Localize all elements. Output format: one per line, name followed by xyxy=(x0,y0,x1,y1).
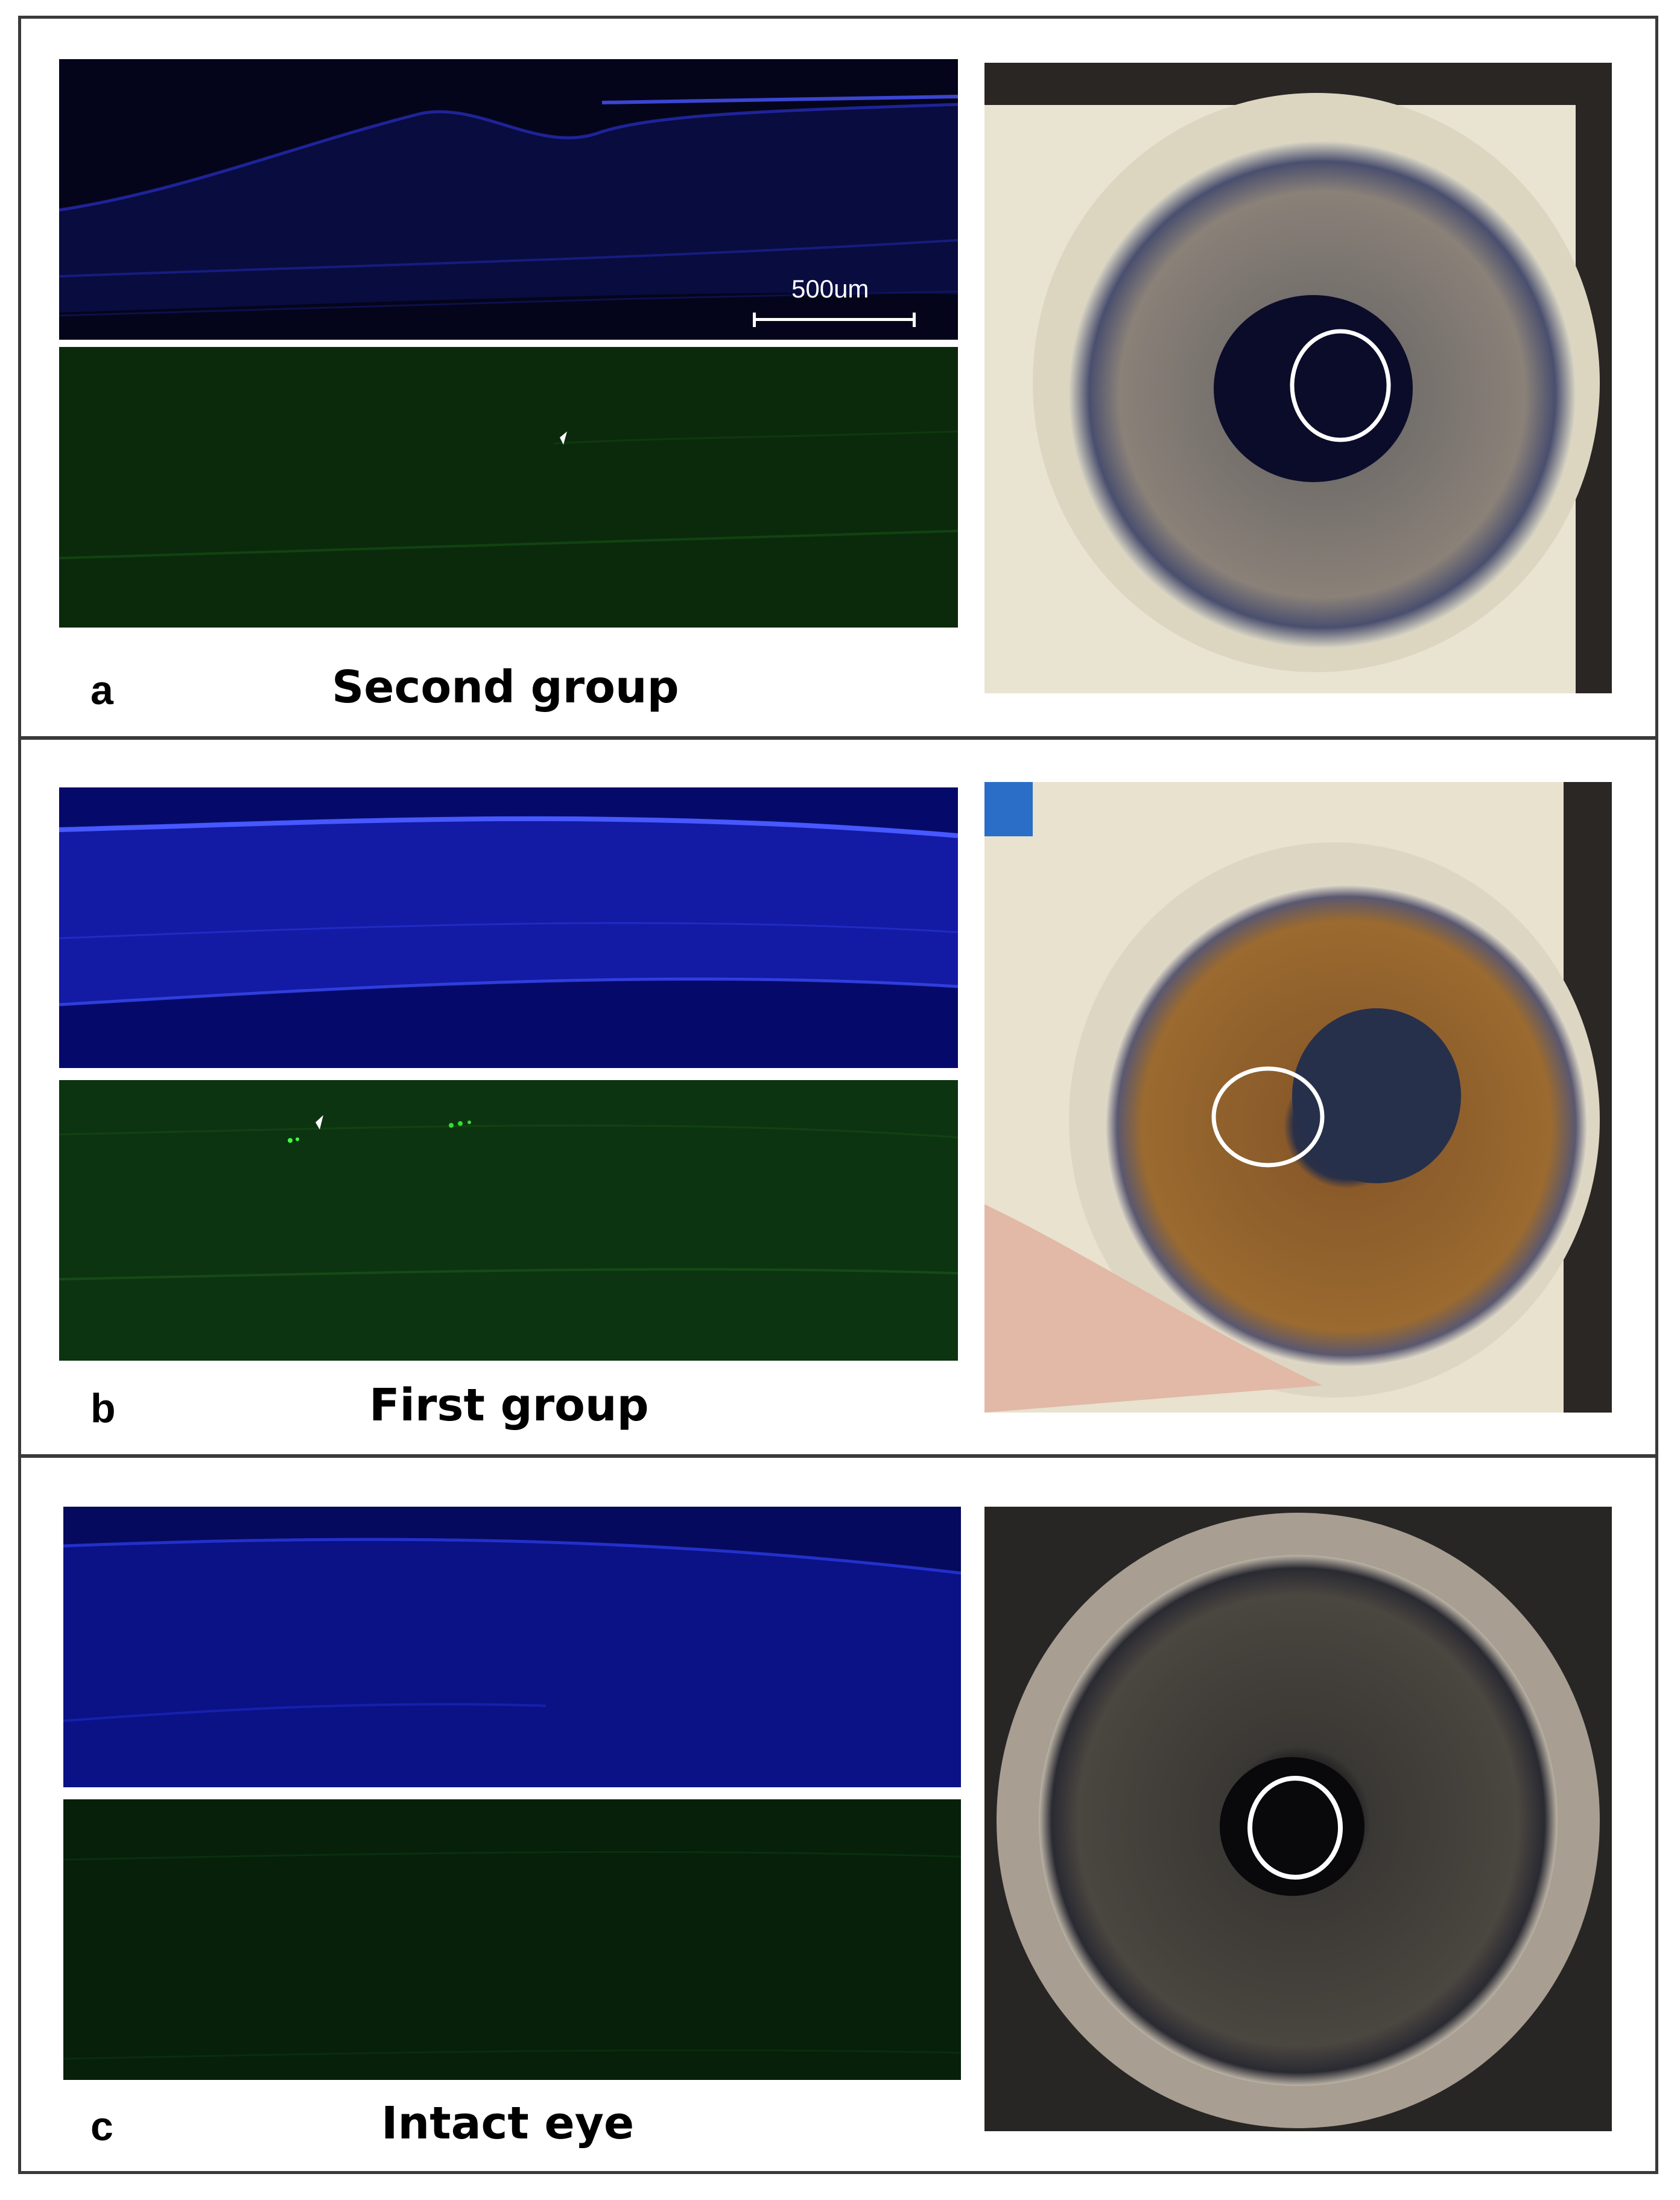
panel-a-eye-photo xyxy=(984,63,1612,693)
arrowhead-marker xyxy=(315,1115,323,1130)
panel-b-title: First group xyxy=(369,1379,649,1431)
panel-c-title: Intact eye xyxy=(381,2097,635,2149)
panel-a-dapi-image xyxy=(59,59,958,340)
scale-bar-cap-left xyxy=(753,313,756,327)
panel-a-title: Second group xyxy=(332,661,679,713)
panel-b-eye-photo xyxy=(984,782,1612,1413)
panel-b-label: b xyxy=(90,1385,116,1431)
panel-divider-bc xyxy=(18,1454,1658,1458)
panel-c-label: c xyxy=(90,2103,113,2149)
panel-b-dapi-image xyxy=(59,787,958,1068)
figure-frame xyxy=(18,16,1658,2174)
panel-divider-ab xyxy=(18,736,1658,740)
panel-c-eye-photo xyxy=(984,1507,1612,2131)
scale-bar-label: 500um xyxy=(791,275,869,303)
scale-bar xyxy=(753,318,916,321)
arrowhead-marker xyxy=(560,431,567,445)
panel-c-dapi-image xyxy=(63,1507,961,1787)
panel-b-fitc-image xyxy=(59,1080,958,1361)
panel-c-fitc-image xyxy=(63,1799,961,2080)
panel-a-fitc-image xyxy=(59,347,958,628)
scale-bar-cap-right xyxy=(913,313,916,327)
panel-a-label: a xyxy=(90,667,113,713)
